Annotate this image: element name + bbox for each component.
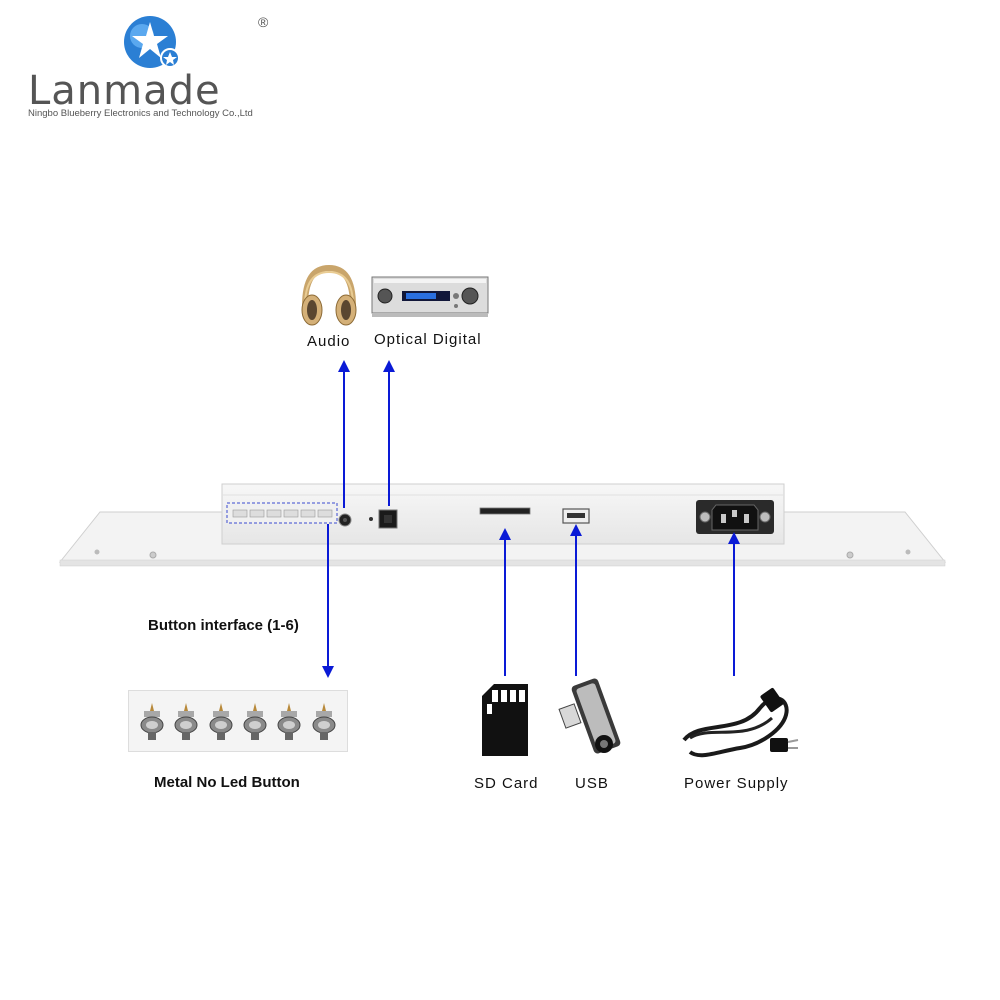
metal-button-icon: [243, 703, 267, 740]
headphones-icon: [301, 264, 357, 326]
metal-button-strip: [128, 690, 348, 752]
label-sd-card: SD Card: [474, 775, 539, 792]
arrows: [322, 360, 740, 678]
label-optical-digital: Optical Digital: [374, 331, 482, 348]
sd-card-icon: [482, 684, 528, 756]
label-power-supply: Power Supply: [684, 775, 789, 792]
brand-mark-icon: [124, 16, 180, 68]
metal-button-icon: [209, 703, 233, 740]
metal-button-icon: [140, 703, 164, 740]
metal-button-icon: [277, 703, 301, 740]
label-button-interface: Button interface (1-6): [148, 617, 299, 634]
power-cord-icon: [682, 688, 799, 758]
metal-button-icon: [174, 703, 198, 740]
registered-mark: ®: [258, 14, 269, 30]
amplifier-icon: [371, 276, 489, 317]
brand-name: Lanmade: [28, 68, 221, 114]
label-metal-button: Metal No Led Button: [154, 774, 300, 791]
brand-logo: ® Lanmade Ningbo Blueberry Electronics a…: [24, 10, 294, 120]
label-audio: Audio: [307, 333, 351, 350]
label-usb: USB: [575, 775, 609, 792]
sd-card-slot: [479, 507, 531, 515]
metal-button-icon: [312, 703, 336, 740]
power-inlet: [696, 500, 774, 534]
company-name: Ningbo Blueberry Electronics and Technol…: [28, 108, 253, 119]
usb-drive-icon: [558, 678, 621, 754]
button-interface-port: [226, 502, 338, 524]
